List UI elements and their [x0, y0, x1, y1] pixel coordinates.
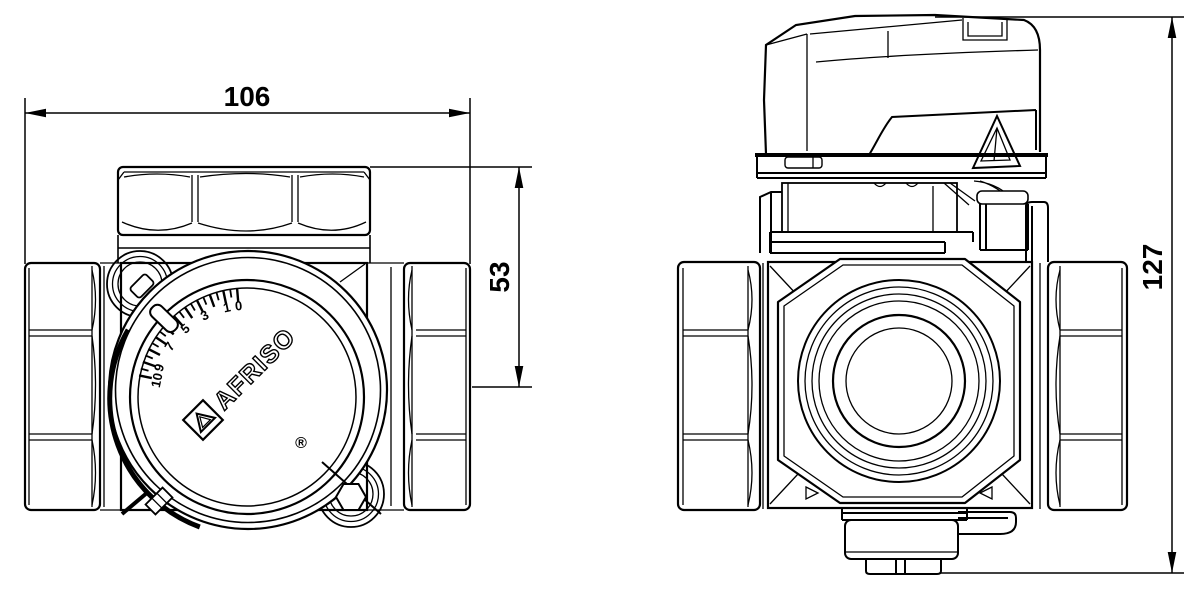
side-left-union-nut [676, 260, 762, 512]
scale-label-0: 0 [234, 298, 243, 314]
arrowhead-down [514, 366, 524, 387]
afriso-triangle-icon [971, 113, 1022, 170]
position-tab [120, 486, 174, 516]
dial-pointer-marker [149, 303, 179, 334]
side-right-union-nut [1046, 260, 1129, 512]
valve-body-side [762, 260, 1041, 510]
left-union-nut [23, 261, 102, 512]
arrowhead-up [514, 167, 524, 188]
dial: 0 1 3 5 7 9 10 AFRISO ® [107, 249, 389, 531]
dimension-height-53: 53 [370, 166, 532, 388]
side-view [676, 13, 1129, 575]
arrowhead-left [25, 108, 46, 118]
actuator-top-latch [962, 18, 1008, 41]
front-view: 0 1 3 5 7 9 10 AFRISO ® [23, 165, 472, 531]
dim-label-height-total: 127 [1137, 244, 1168, 291]
actuator [762, 13, 1042, 170]
cap-hook [958, 511, 1017, 535]
top-union-nut [116, 165, 372, 263]
dimension-height-127: 127 [935, 16, 1184, 574]
bezel-shade-arc [107, 328, 201, 530]
body-corner-edge [339, 263, 366, 283]
scale-label-9: 9 [151, 362, 168, 374]
arrowhead-right [449, 108, 470, 118]
scale-label-10: 10 [148, 372, 166, 389]
registered-mark: ® [295, 435, 307, 452]
dim-label-height-upper: 53 [484, 261, 515, 292]
valve-adapter [759, 180, 1049, 262]
dimensions: 106 53 127 [24, 16, 1184, 574]
flow-marks [805, 485, 993, 501]
actuator-flange [755, 153, 1048, 179]
arrowhead-down [1167, 552, 1177, 573]
right-union-nut [402, 261, 472, 512]
dimension-width-106: 106 [24, 81, 471, 264]
screw-hex-socket [334, 483, 368, 511]
dim-label-width: 106 [224, 81, 271, 112]
arrowhead-up [1167, 17, 1177, 38]
bottom-port-cap [805, 485, 1017, 575]
afriso-logo-icon [181, 398, 225, 442]
front-port-boss [776, 257, 1022, 505]
scale-label-1: 1 [222, 299, 232, 315]
